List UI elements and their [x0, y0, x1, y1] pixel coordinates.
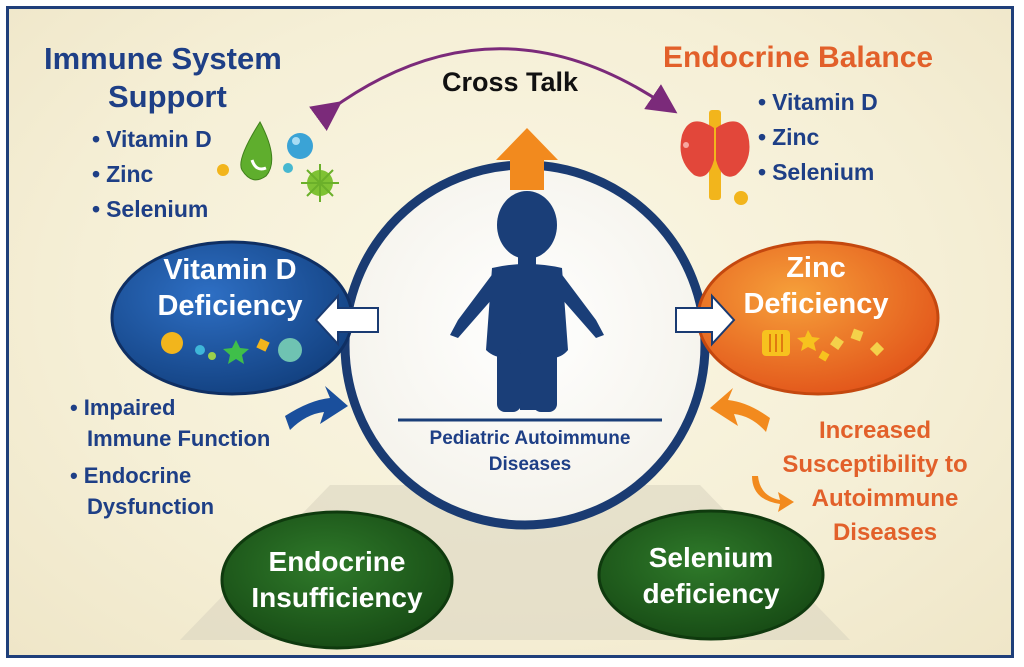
endocrine-balance-title: Endocrine Balance — [663, 41, 934, 74]
right-effect-line3: Autoimmune — [811, 485, 959, 512]
cross-talk-arc — [309, 47, 678, 131]
blue-arrow-icon — [285, 386, 348, 430]
droplet-icon — [240, 121, 273, 181]
endocrine-insufficiency-line2: Insufficiency — [251, 582, 423, 613]
arrow-to-vitamin-d — [314, 293, 379, 347]
child-silhouette-icon — [450, 191, 604, 412]
endocrine-insufficiency-circle — [220, 510, 454, 650]
vitamin-d-deficiency-line1: Vitamin D — [163, 254, 297, 286]
immune-icons — [217, 121, 339, 202]
immune-system-support-title: Immune System Support — [44, 40, 344, 116]
thyroid-icon — [680, 110, 750, 205]
right-effects-list: Increased Susceptibility to Autoimmune D… — [750, 414, 1000, 550]
endocrine-nutrient-list: Vitamin D Zinc Selenium — [758, 85, 878, 190]
center-label-line2: Diseases — [488, 454, 572, 475]
selenium-deficiency-line2: deficiency — [642, 578, 780, 609]
immune-title-line2: Support — [108, 79, 227, 114]
endocrine-item-zinc: Zinc — [758, 120, 878, 155]
cross-talk-label: Cross Talk — [441, 67, 579, 97]
endocrine-item-vitamin-d: Vitamin D — [758, 85, 878, 120]
arrow-to-zinc — [675, 293, 736, 347]
endocrine-item-selenium: Selenium — [758, 155, 878, 190]
small-orange-arrow-icon — [752, 476, 794, 512]
endocrine-insufficiency-label: Endocrine Insufficiency — [237, 544, 437, 616]
immune-title-line1: Immune System — [44, 41, 282, 76]
orange-arrow-icon — [710, 388, 770, 432]
left-effect-1-line2: Dysfunction — [87, 494, 215, 519]
zinc-deficiency-line1: Zinc — [786, 252, 846, 284]
zinc-particles-icon — [762, 328, 885, 362]
right-effect-line4: Diseases — [832, 519, 938, 546]
right-effect-line1: Increased — [818, 417, 932, 444]
vitamin-d-particles-icon — [161, 332, 302, 364]
selenium-deficiency-line1: Selenium — [648, 542, 774, 573]
right-effect-line2: Susceptibility to — [782, 451, 968, 478]
immune-nutrient-list: Vitamin D Zinc Selenium — [92, 122, 212, 227]
selenium-deficiency-circle — [597, 509, 825, 641]
pediatric-autoimmune-label: Pediatric Autoimmune Diseases — [395, 426, 665, 478]
immune-item-vitamin-d: Vitamin D — [92, 122, 212, 157]
up-arrow — [496, 128, 558, 190]
sphere-icon — [287, 133, 313, 159]
immune-item-selenium: Selenium — [92, 192, 212, 227]
left-effect-1-line1: Endocrine — [70, 460, 270, 491]
virus-icon — [301, 164, 339, 202]
left-effect-0-line2: Immune Function — [87, 426, 271, 451]
zinc-deficiency-line2: Deficiency — [743, 288, 889, 320]
vitamin-d-deficiency-line2: Deficiency — [157, 290, 303, 322]
left-effect-0-line1: Impaired — [70, 392, 270, 423]
vitamin-d-deficiency-label: Vitamin D Deficiency — [130, 252, 330, 324]
selenium-deficiency-label: Selenium deficiency — [611, 540, 811, 612]
immune-item-zinc: Zinc — [92, 157, 212, 192]
endocrine-insufficiency-line1: Endocrine — [268, 546, 406, 577]
zinc-deficiency-label: Zinc Deficiency — [716, 250, 916, 322]
center-label-line1: Pediatric Autoimmune — [429, 428, 631, 449]
